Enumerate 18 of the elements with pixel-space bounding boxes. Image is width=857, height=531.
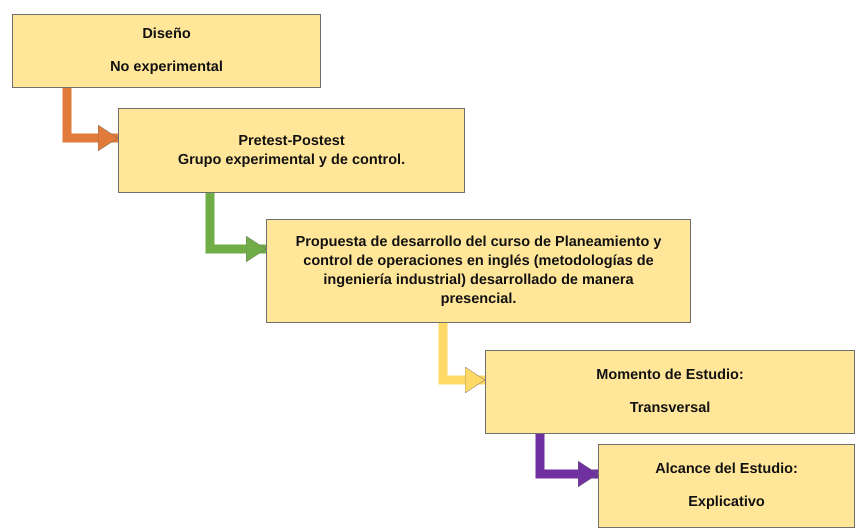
bent-arrow [62,88,118,152]
bent-arrow [536,434,598,488]
box-text: No experimental [110,58,223,77]
box-text: Grupo experimental y de control. [178,150,406,170]
box-text: Transversal [630,399,710,418]
bent-arrow [206,193,266,262]
box-text: Pretest-Postest [238,132,345,150]
box-text: Propuesta de desarrollo del curso de Planeamiento y control de operaciones en inglés (metodologías de ingeniería industrial) desarrollado de manera presencial. [294,233,662,309]
process-box [485,350,855,434]
bent-arrow [438,323,486,394]
process-box [118,108,465,193]
process-box [598,444,855,528]
process-box [266,219,691,323]
box-text: Explicativo [688,493,765,512]
process-box [12,14,321,88]
box-text: Alcance del Estudio: [655,460,798,479]
box-text: Diseño [142,25,191,44]
box-text: Momento de Estudio: [596,366,744,385]
